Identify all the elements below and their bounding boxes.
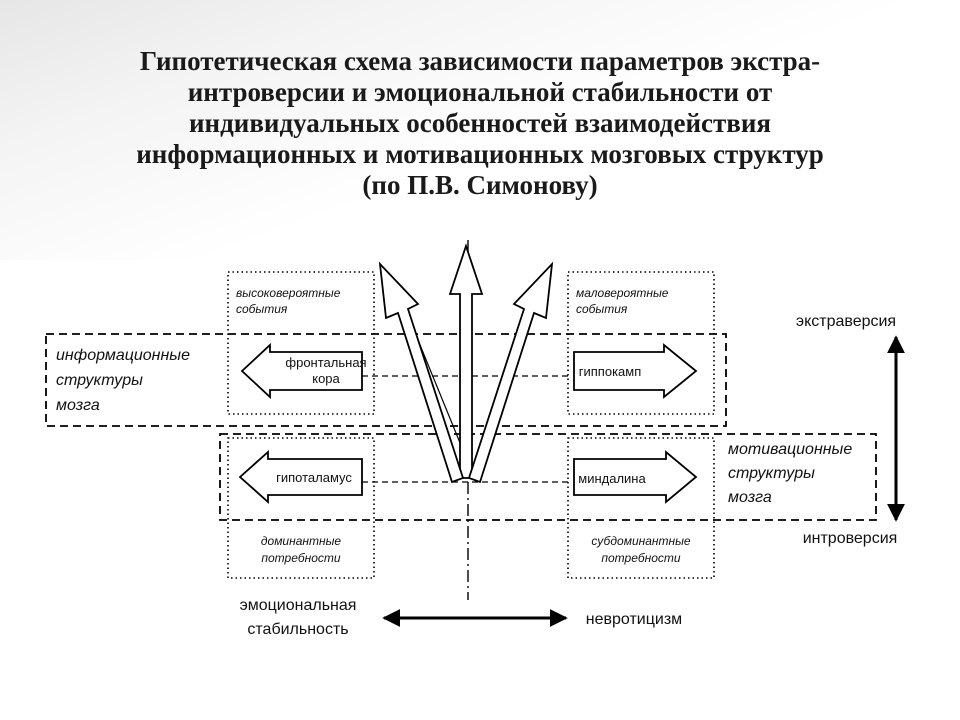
motivational-structures-label: структуры [728,465,815,482]
low-probability-events-label: события [576,302,628,316]
dominant-needs-label: потребности [261,551,341,565]
background-gradient [0,0,960,260]
hypothalamus-label: гипоталамус [276,470,352,485]
high-probability-events-label: высоковероятные [236,286,341,300]
corner-box-bottom-left [227,437,375,579]
neuroticism-label: невротицизм [586,611,682,628]
right-up-arrow [467,261,554,484]
amygdala-label: миндалина [578,471,646,486]
motivational-structures-label: мозга [728,489,772,506]
hippocampus-arrow [573,343,698,399]
title-line: индивидуальных особенностей взаимодейств… [188,108,772,138]
subdominant-needs-label: потребности [601,551,681,565]
high-probability-events-label: события [236,302,288,316]
left-up-arrow [378,261,465,484]
frontal-cortex-label: фронтальная [285,355,366,370]
center-up-arrow [448,243,484,479]
motivational-group-box [219,433,877,521]
corner-box-top-left [227,271,375,415]
frontal-cortex-label: кора [312,371,340,386]
title-line: (по П.В. Симонову) [362,170,598,200]
subdominant-needs-label: субдоминантные [591,534,691,548]
informational-structures-label: структуры [56,372,143,389]
low-probability-events-label: маловероятные [576,286,669,300]
informational-structures-label: информационные [56,347,190,364]
introversion-label: интроверсия [803,530,898,547]
informational-structures-label: мозга [56,397,100,414]
emotional-stability-label: стабильность [247,621,348,638]
emotional-stability-label: эмоциональная [240,597,357,614]
frontal-cortex-arrow [240,342,363,400]
hippocampus-label: гиппокамп [579,364,642,379]
motivational-structures-label: мотивационные [728,441,852,458]
title-line: Гипотетическая схема зависимости парамет… [139,46,821,76]
informational-group-box [45,333,727,427]
extraversion-label: экстраверсия [796,313,896,330]
dominant-needs-label: доминантные [261,534,342,548]
hypothalamus-arrow [238,449,363,505]
title-line: интроверсии и эмоциональной стабильности… [187,77,773,107]
slide-title: Гипотетическая схема зависимости парамет… [40,46,920,201]
amygdala-arrow [573,450,698,504]
corner-box-bottom-right [567,437,715,579]
title-line: информационных и мотивационных мозговых … [136,139,824,169]
corner-box-top-right [567,271,715,415]
